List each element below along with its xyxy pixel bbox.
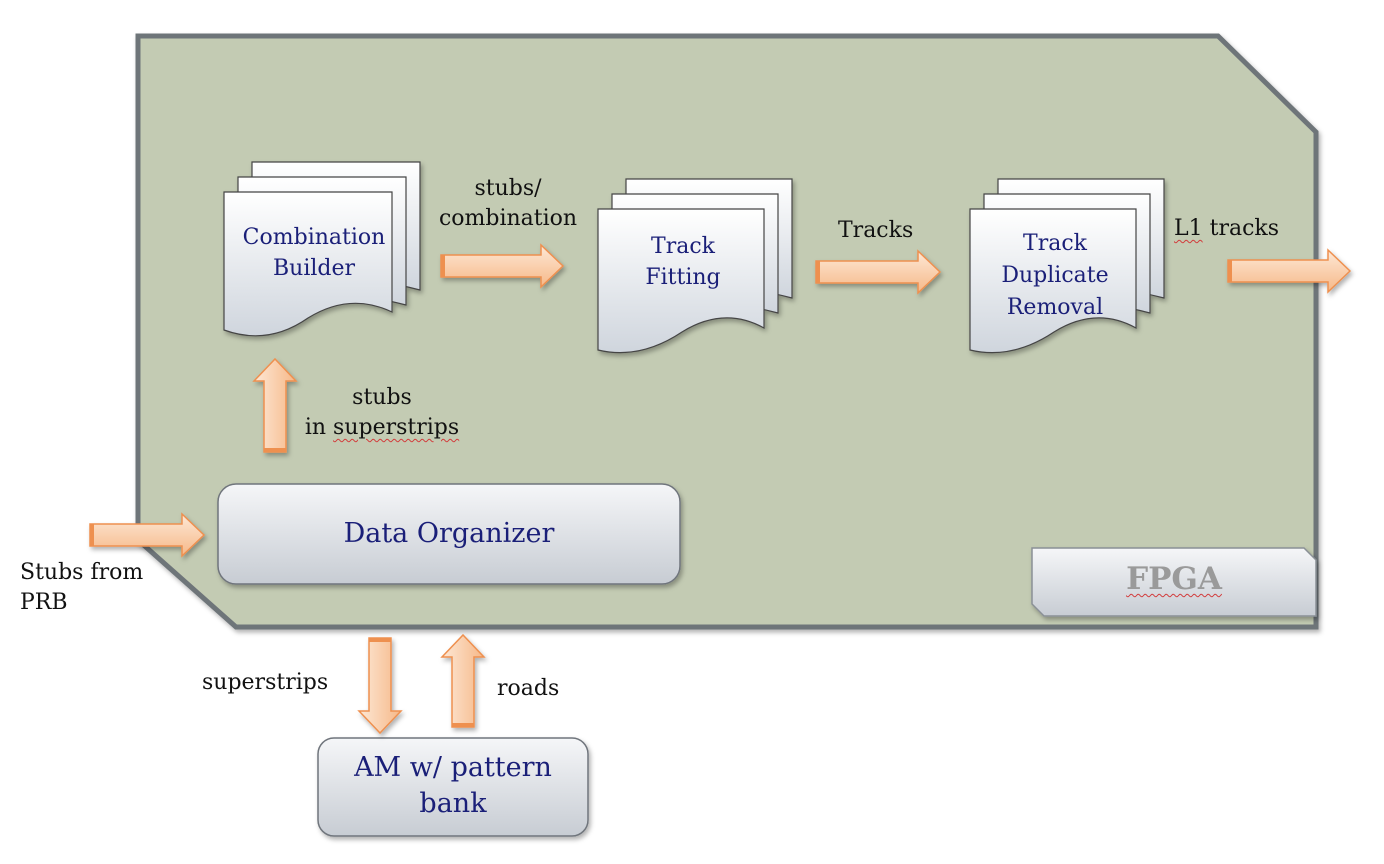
am-bank-line-2: bank — [419, 788, 487, 819]
combination-builder-shape — [223, 161, 421, 337]
am-bank-label: AM w/ pattern bank — [318, 750, 588, 822]
fpga-tag-label: FPGA — [1032, 561, 1316, 597]
combination-builder-line-1: Combination — [242, 225, 386, 250]
duplicate-removal-line-3: Removal — [1006, 295, 1104, 320]
track-fitting-shape — [597, 178, 793, 354]
stubs-from-prb-line-1: Stubs from — [20, 560, 144, 585]
data-organizer-box — [217, 483, 681, 585]
stubs-combination-line-2: combination — [438, 206, 578, 231]
track-fitting-line-2: Fitting — [645, 265, 721, 290]
stubs-superstrips-line-2-prefix: in — [304, 415, 334, 440]
data-organizer-label: Data Organizer — [343, 518, 555, 549]
arrow-roads-up — [440, 633, 486, 728]
arrow-l1-tracks-out — [1227, 248, 1352, 294]
duplicate-removal-line-2: Duplicate — [1001, 263, 1109, 288]
duplicate-removal-shape — [969, 178, 1165, 354]
stubs-from-prb-line-2: PRB — [20, 590, 68, 615]
am-bank-line-1: AM w/ pattern — [354, 752, 552, 783]
stubs-superstrips-line-2-suffix: superstrips — [333, 415, 460, 440]
fpga-tag — [1031, 547, 1317, 617]
combination-builder-line-2: Builder — [272, 256, 356, 281]
duplicate-removal-line-1: Track — [1023, 231, 1087, 256]
stubs-superstrips-line-2: in superstrips — [286, 413, 478, 443]
l1-tracks-prefix: L1 — [1174, 216, 1203, 241]
l1-tracks-suffix: tracks — [1202, 216, 1280, 241]
superstrips-label: superstrips — [202, 670, 329, 695]
am-bank-box — [317, 737, 589, 837]
stubs-superstrips-line-1: stubs — [352, 385, 412, 410]
arrow-fitting-to-removal — [815, 249, 942, 295]
stubs-combination-line-1: stubs/ — [474, 176, 542, 201]
stubs-from-prb-label: Stubs from PRB — [20, 558, 143, 618]
stubs-superstrips-label: stubs in superstrips — [286, 383, 478, 443]
tracks-label: Tracks — [838, 218, 914, 243]
combination-builder-label: Combination Builder — [224, 222, 404, 284]
arrow-stubs-superstrips-up — [252, 357, 298, 453]
track-fitting-label: Track Fitting — [598, 231, 768, 293]
duplicate-removal-label: Track Duplicate Removal — [970, 228, 1140, 324]
track-fitting-line-1: Track — [651, 234, 715, 259]
fpga-tag-text: FPGA — [1126, 561, 1222, 597]
roads-label: roads — [497, 676, 560, 701]
l1-tracks-label: L1 tracks — [1174, 214, 1279, 244]
stubs-combination-label: stubs/ combination — [422, 174, 594, 234]
arrow-combination-to-fitting — [440, 243, 565, 289]
arrow-stubs-in — [89, 512, 206, 558]
arrow-superstrips-down — [357, 637, 403, 735]
